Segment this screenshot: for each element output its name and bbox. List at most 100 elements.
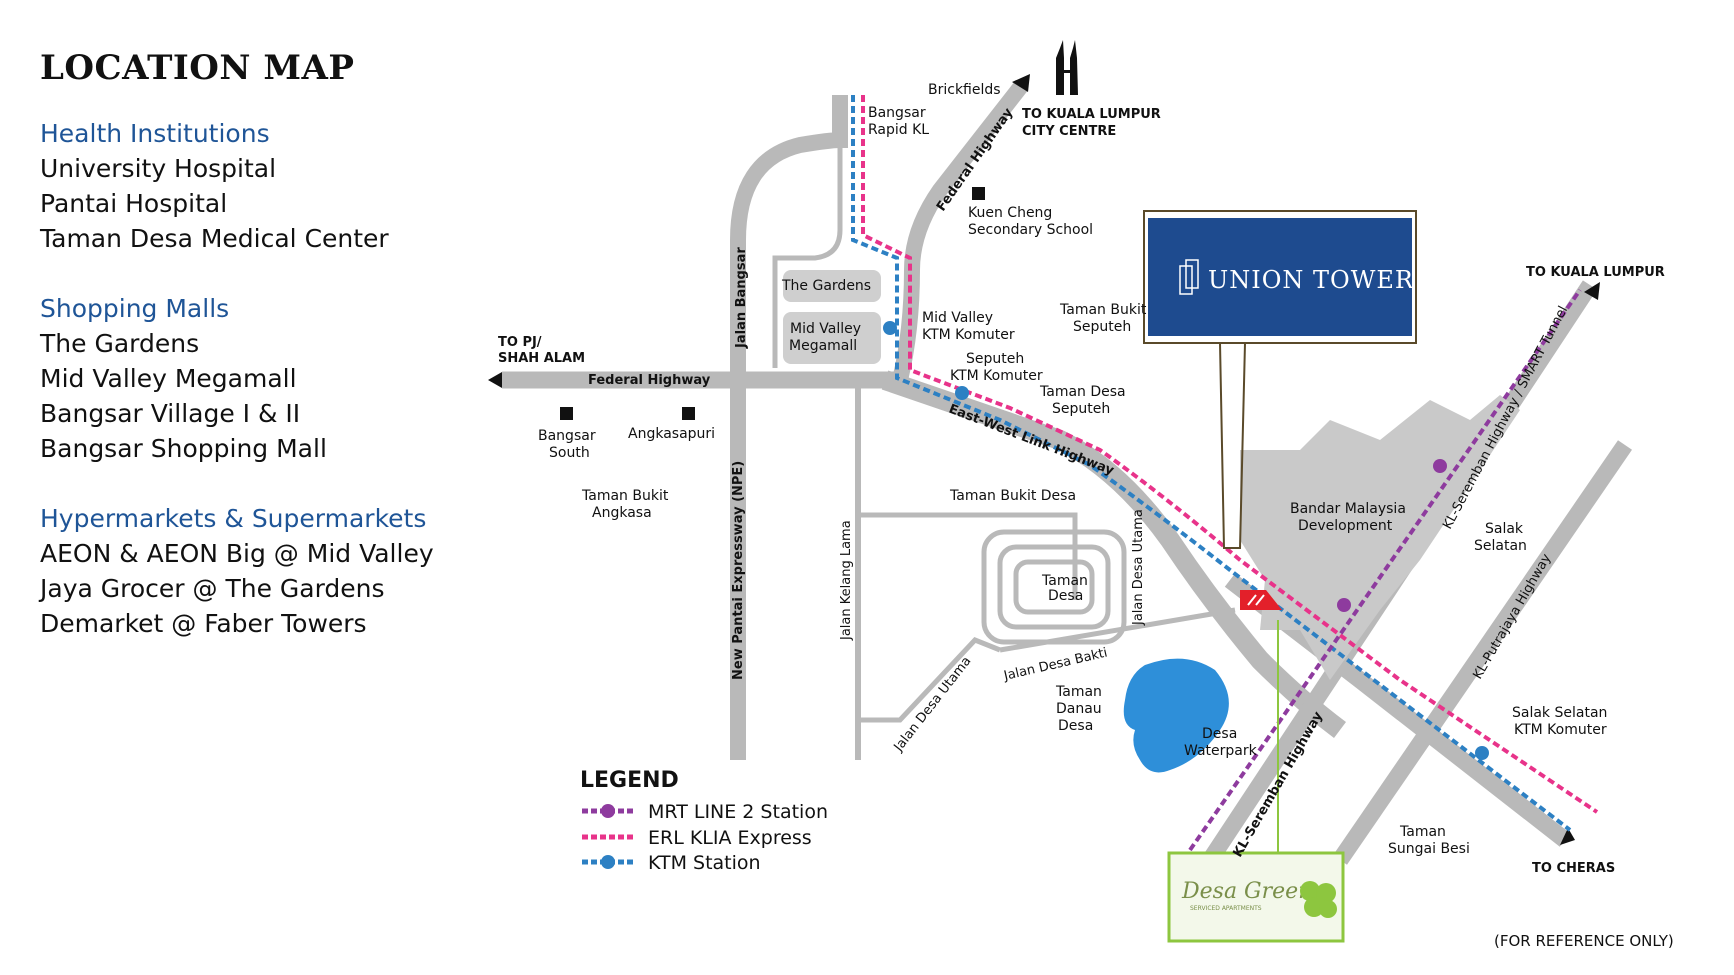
to-cheras-label: TO CHERAS (1532, 861, 1615, 876)
to-klcc-label-1: TO KUALA LUMPUR (1022, 107, 1161, 122)
bandar-malaysia-area (1240, 395, 1520, 680)
reference-note: (FOR REFERENCE ONLY) (1494, 932, 1674, 950)
tsb-label-2: Sungai Besi (1388, 841, 1470, 857)
taman-desa-label-2: Desa (1048, 588, 1083, 604)
salak-ktm-label-1: Salak Selatan (1512, 705, 1607, 721)
tsb-label-1: Taman (1399, 824, 1446, 840)
tba-label-2: Angkasa (592, 505, 652, 521)
jalan-desa-bakti-label: Jalan Desa Bakti (1002, 645, 1109, 684)
legend-mrt-label: MRT LINE 2 Station (648, 801, 828, 823)
arrow-northeast-icon (1584, 282, 1600, 300)
the-gardens-label: The Gardens (781, 278, 871, 294)
list-item: Mid Valley Megamall (40, 364, 297, 393)
page-title: LOCATION MAP (40, 48, 355, 88)
waterpark-label-1: Desa (1202, 726, 1237, 742)
road-jalan-desa-utama (858, 637, 1001, 723)
tdd-label-1: Taman (1055, 684, 1102, 700)
list-item: AEON & AEON Big @ Mid Valley (40, 539, 434, 568)
petronas-towers-icon (1056, 40, 1078, 95)
bangsar-south-label-2: South (549, 445, 590, 461)
taman-bukit-desa-label: Taman Bukit Desa (949, 488, 1076, 504)
legend-title: LEGEND (580, 768, 679, 793)
list-item: Jaya Grocer @ The Gardens (40, 574, 385, 603)
legend-mrt-dot (601, 804, 615, 818)
road-gardens-link (772, 95, 843, 368)
union-tower-logo-icon (1179, 259, 1199, 295)
road-network (502, 80, 1633, 865)
ktm-station-seputeh (955, 386, 969, 400)
list-item: Bangsar Shopping Mall (40, 434, 327, 463)
bmd-label-1: Bandar Malaysia (1290, 501, 1406, 517)
union-tower-pointer (1219, 342, 1246, 549)
to-pj-label-1: TO PJ/ (498, 335, 542, 350)
tbs-label-1: Taman Bukit (1059, 302, 1147, 318)
bangsar-rapid-label-1: Bangsar (868, 105, 926, 121)
kl-putrajaya-label: KL-Putrajaya Highway (1470, 551, 1554, 682)
ktm-station-salak-selatan (1475, 746, 1489, 760)
angkasapuri-marker-icon (682, 407, 695, 420)
to-klcc-label-2: CITY CENTRE (1022, 124, 1116, 139)
category-heading: Shopping Malls (40, 294, 230, 323)
kuen-cheng-label-1: Kuen Cheng (968, 205, 1052, 221)
road-east-west-link (881, 370, 1347, 738)
tbs-label-2: Seputeh (1073, 319, 1131, 335)
the-gardens-block (783, 270, 881, 302)
legend-ktm-label: KTM Station (648, 852, 761, 874)
tba-label-1: Taman Bukit (581, 488, 669, 504)
road-jalan-bangsar (730, 95, 848, 750)
road-taman-bukit-desa (858, 512, 1078, 600)
salak-label-1: Salak (1485, 521, 1524, 537)
arrow-north-icon (1012, 74, 1030, 92)
bmd-label-2: Development (1298, 518, 1393, 534)
mid-valley-block (783, 312, 881, 364)
list-item: Pantai Hospital (40, 189, 228, 218)
legend-ktm-dot (601, 855, 615, 869)
bangsar-rapid-label-2: Rapid KL (868, 122, 929, 138)
salak-ktm-label-2: KTM Komuter (1514, 722, 1607, 738)
jalan-desa-utama-label-1: Jalan Desa Utama (1131, 509, 1146, 626)
road-kl-putrajaya (1332, 440, 1633, 865)
salak-label-2: Selatan (1474, 538, 1527, 554)
desa-green-label: Desa Green (1181, 879, 1312, 904)
clover-icon (1300, 881, 1337, 918)
federal-highway-label: Federal Highway (588, 373, 711, 388)
tdd-label-3: Desa (1058, 718, 1093, 734)
arrow-west-icon (488, 372, 502, 388)
location-list-panel: LOCATION MAP Health Institutions Univers… (40, 48, 480, 676)
category-shopping: Shopping Malls The Gardens Mid Valley Me… (40, 291, 480, 466)
mrt-station-1 (1433, 459, 1447, 473)
rail-ktm-line (851, 95, 1572, 832)
list-item: Taman Desa Medical Center (40, 224, 389, 253)
brickfields-label: Brickfields (928, 82, 1001, 98)
mrt-station-2 (1337, 598, 1351, 612)
jalan-bangsar-label: Jalan Bangsar (734, 247, 749, 349)
waterpark-label-2: Waterpark (1184, 743, 1258, 759)
legend-erl-label: ERL KLIA Express (648, 827, 812, 849)
seputeh-ktm-label-2: KTM Komuter (950, 368, 1043, 384)
union-tower-label: UNION TOWER (1208, 266, 1414, 294)
rail-mrt-line (1188, 288, 1582, 852)
mid-valley-label-2: Megamall (789, 338, 857, 354)
category-heading: Health Institutions (40, 119, 270, 148)
tds-label-1: Taman Desa (1039, 384, 1126, 400)
to-kl-label: TO KUALA LUMPUR (1526, 265, 1665, 280)
bangsar-south-label-1: Bangsar (538, 428, 596, 444)
npe-label: New Pantai Expressway (NPE) (731, 461, 746, 680)
mv-ktm-label-2: KTM Komuter (922, 327, 1015, 343)
list-item: The Gardens (40, 329, 200, 358)
tds-label-2: Seputeh (1052, 401, 1110, 417)
category-supermarkets: Hypermarkets & Supermarkets AEON & AEON … (40, 501, 480, 641)
category-heading: Hypermarkets & Supermarkets (40, 504, 427, 533)
arrow-southeast-icon (1560, 828, 1575, 845)
desa-lake (1123, 658, 1229, 773)
list-item: University Hospital (40, 154, 277, 183)
seputeh-ktm-label-1: Seputeh (966, 351, 1024, 367)
tdd-label-2: Danau (1056, 701, 1102, 717)
mid-valley-label-1: Mid Valley (790, 321, 861, 337)
list-item: Demarket @ Faber Towers (40, 609, 367, 638)
list-item: Bangsar Village I & II (40, 399, 301, 428)
desa-green-sub: SERVICED APARTMENTS (1190, 905, 1262, 912)
to-pj-label-2: SHAH ALAM (498, 351, 585, 366)
school-marker-icon (972, 187, 985, 200)
